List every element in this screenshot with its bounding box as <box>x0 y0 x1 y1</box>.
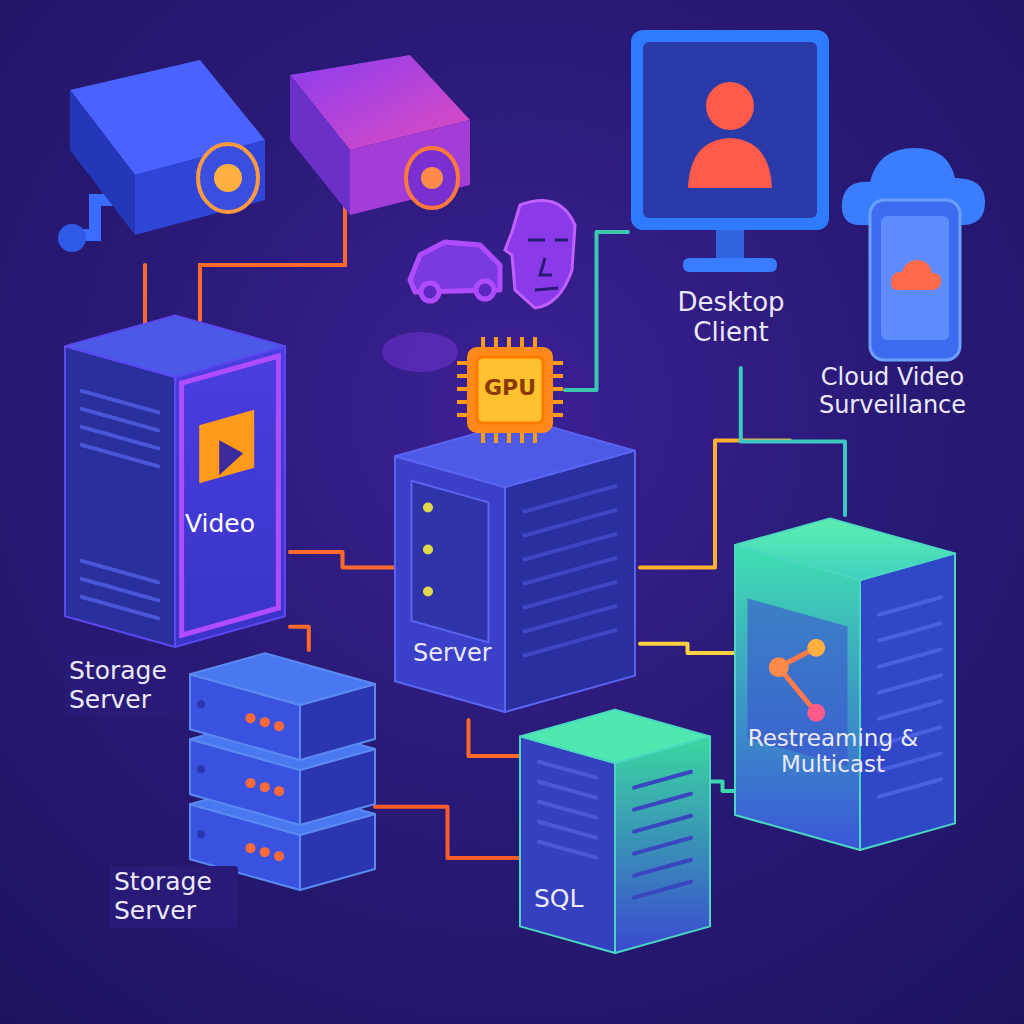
server-box: Server <box>395 415 640 720</box>
cloud-phone: Cloud Video Surveillance <box>790 130 995 450</box>
sql-server: SQL <box>520 705 710 960</box>
network-connector <box>469 720 521 756</box>
node-label: Desktop Client <box>656 288 806 348</box>
desktop-monitor: Desktop Client <box>628 28 833 368</box>
node-label: Video <box>185 510 280 539</box>
network-connector <box>290 552 395 568</box>
camera-right <box>290 55 470 215</box>
network-connector <box>710 782 735 792</box>
node-label: Storage Server <box>110 866 238 928</box>
server-box-outline <box>395 415 640 720</box>
gpu-chip: GPU <box>455 335 565 445</box>
sql-server-outline <box>520 705 710 960</box>
network-connector <box>565 232 628 390</box>
node-label: Cloud Video Surveillance <box>790 364 995 419</box>
glow-blob <box>382 332 458 372</box>
network-connector <box>290 627 309 650</box>
network-connector <box>375 807 520 858</box>
storage-stack: Storage Server <box>110 650 375 935</box>
node-label: GPU <box>455 375 565 400</box>
face-icon <box>505 201 575 309</box>
network-connector <box>640 644 735 653</box>
node-label: Restreaming & Multicast <box>743 725 923 778</box>
node-label: SQL <box>534 885 612 914</box>
car-icon <box>410 242 500 301</box>
node-label: Storage Server <box>65 655 208 717</box>
restream-server-outline <box>735 515 955 860</box>
restream-server: Restreaming & Multicast <box>735 515 955 860</box>
node-label: Server <box>413 640 511 668</box>
camera-left <box>58 60 265 252</box>
